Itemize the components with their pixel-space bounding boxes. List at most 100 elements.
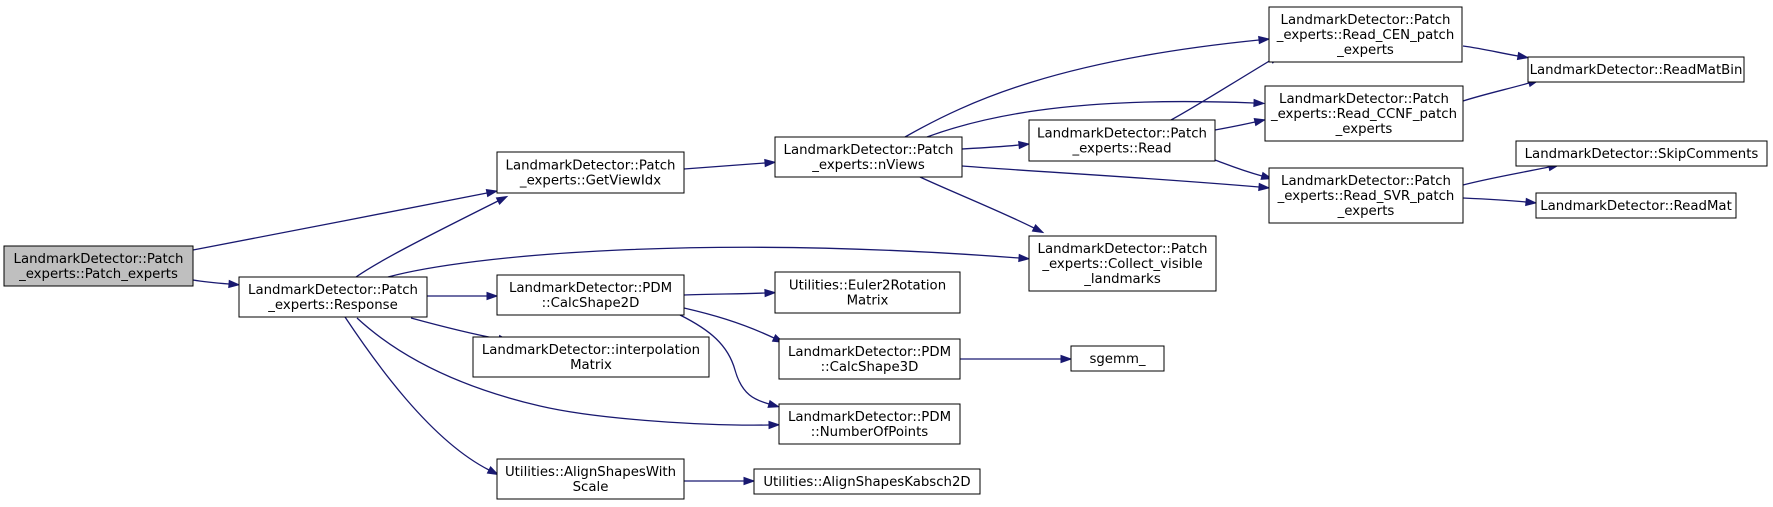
edge-read-to-read_svr — [1214, 159, 1274, 180]
edge-line — [387, 246, 1020, 278]
edge-response-to-getviewidx — [355, 195, 509, 278]
node-label-line: LandmarkDetector::PDM — [509, 281, 672, 296]
node-calcshape2d[interactable]: LandmarkDetector::PDM::CalcShape2D — [496, 274, 685, 316]
node-label-line: LandmarkDetector::Patch — [1038, 242, 1208, 257]
edge-line — [679, 314, 770, 405]
edge-line — [344, 316, 490, 471]
node-read[interactable]: LandmarkDetector::Patch_experts::Read — [1028, 119, 1216, 162]
edge-arrowhead — [1525, 197, 1538, 207]
edge-line — [926, 100, 1255, 138]
edge-arrowhead — [767, 399, 781, 408]
edge-response-to-numberofpoints — [356, 317, 781, 430]
edge-line — [683, 292, 766, 296]
node-label-line: _experts::Read_SVR_patch — [1277, 189, 1455, 204]
edge-arrowhead — [1258, 182, 1271, 192]
edge-line — [1462, 45, 1519, 57]
node-label-line: _experts::GetViewIdx — [519, 174, 661, 189]
edge-arrowhead — [1516, 51, 1530, 61]
edge-read_svr-to-readmat — [1462, 197, 1538, 207]
edge-line — [683, 162, 766, 170]
node-label-line: _experts::Collect_visible — [1041, 257, 1202, 272]
edge-nviews-to-read — [961, 140, 1031, 150]
node-box — [753, 468, 981, 495]
node-label-line: _experts::Patch_experts — [18, 267, 178, 282]
node-label-line: LandmarkDetector::Patch — [1037, 127, 1207, 142]
edge-response-to-collect_visible — [387, 246, 1031, 278]
node-label-line: LandmarkDetector::Patch — [784, 143, 954, 158]
node-label-line: _experts::Read — [1071, 142, 1171, 157]
edge-line — [356, 317, 770, 426]
node-box — [496, 458, 685, 500]
node-box — [3, 245, 194, 287]
edge-read_cen-to-readmatbin — [1462, 45, 1530, 61]
edge-line — [192, 192, 488, 251]
edge-arrowhead — [486, 291, 499, 301]
node-label-line: ::CalcShape2D — [542, 296, 640, 311]
edge-response-to-calcshape2d — [427, 291, 499, 301]
node-collect-visible[interactable]: LandmarkDetector::Patch_experts::Collect… — [1028, 235, 1217, 292]
edge-line — [1462, 166, 1550, 186]
edge-arrowhead — [486, 466, 500, 476]
node-label-line: _experts::Read_CCNF_patch — [1270, 107, 1457, 122]
call-edges — [192, 35, 1561, 486]
node-label-line: LandmarkDetector::Patch — [248, 283, 418, 298]
node-readmat[interactable]: LandmarkDetector::ReadMat — [1535, 192, 1737, 219]
node-response[interactable]: LandmarkDetector::Patch_experts::Respons… — [238, 276, 428, 318]
edge-arrowhead — [495, 195, 509, 205]
edge-arrowhead — [764, 158, 777, 168]
node-getviewidx[interactable]: LandmarkDetector::Patch_experts::GetView… — [496, 151, 685, 194]
edge-line — [1214, 159, 1263, 177]
node-nviews[interactable]: LandmarkDetector::Patch_experts::nViews — [774, 136, 963, 178]
edge-nviews-to-read_ccnf — [926, 98, 1266, 138]
node-alignshapeskabsch2d[interactable]: Utilities::AlignShapesKabsch2D — [753, 468, 981, 495]
edge-read-to-read_ccnf — [1214, 118, 1267, 131]
node-label-line: _experts::Response — [267, 298, 398, 313]
node-box — [1028, 119, 1216, 162]
node-read-ccnf[interactable]: LandmarkDetector::Patch_experts::Read_CC… — [1264, 85, 1464, 142]
node-calcshape3d[interactable]: LandmarkDetector::PDM::CalcShape3D — [778, 338, 961, 380]
node-label-line: LandmarkDetector::SkipComments — [1525, 147, 1759, 162]
node-skipcomments[interactable]: LandmarkDetector::SkipComments — [1515, 140, 1768, 167]
node-label-line: LandmarkDetector::Patch — [1279, 92, 1449, 107]
node-readmatbin[interactable]: LandmarkDetector::ReadMatBin — [1527, 56, 1745, 83]
node-label-line: _experts — [1336, 43, 1394, 58]
edge-arrowhead — [1018, 253, 1031, 263]
node-label-line: ::NumberOfPoints — [811, 425, 929, 440]
node-box — [1535, 192, 1737, 219]
node-label-line: Scale — [573, 480, 609, 495]
node-box — [496, 274, 685, 316]
node-box — [1268, 6, 1463, 63]
node-read-svr[interactable]: LandmarkDetector::Patch_experts::Read_SV… — [1268, 167, 1464, 224]
edge-arrowhead — [1018, 140, 1031, 150]
node-sgemm[interactable]: sgemm_ — [1070, 345, 1165, 372]
node-label-line: Matrix — [570, 358, 612, 373]
node-patch-experts: LandmarkDetector::Patch_experts::Patch_e… — [3, 245, 194, 287]
edge-arrowhead — [764, 288, 777, 298]
edge-line — [410, 317, 500, 340]
edge-line — [1462, 82, 1530, 102]
node-label-line: LandmarkDetector::interpolation — [482, 343, 700, 358]
edge-calcshape2d-to-euler2rotation — [683, 288, 777, 298]
node-read-cen[interactable]: LandmarkDetector::Patch_experts::Read_CE… — [1268, 6, 1463, 63]
node-box — [778, 403, 961, 445]
node-label-line: _experts — [1335, 122, 1393, 137]
node-box — [1264, 85, 1464, 142]
node-label-line: LandmarkDetector::ReadMat — [1540, 199, 1732, 214]
edge-nviews-to-read_svr — [961, 165, 1271, 192]
edge-arrowhead — [1253, 98, 1266, 108]
node-box — [774, 271, 961, 314]
node-box — [496, 151, 685, 194]
node-label-line: LandmarkDetector::PDM — [788, 345, 951, 360]
node-numberofpoints[interactable]: LandmarkDetector::PDM::NumberOfPoints — [778, 403, 961, 445]
edge-calcshape2d-to-numberofpoints — [679, 314, 781, 408]
node-box — [1268, 167, 1464, 224]
function-nodes: LandmarkDetector::Patch_experts::Patch_e… — [3, 6, 1768, 500]
edge-line — [683, 307, 775, 339]
edge-line — [1462, 197, 1527, 203]
edge-arrowhead — [1031, 224, 1045, 234]
edge-read-to-read_cen — [1170, 54, 1281, 121]
